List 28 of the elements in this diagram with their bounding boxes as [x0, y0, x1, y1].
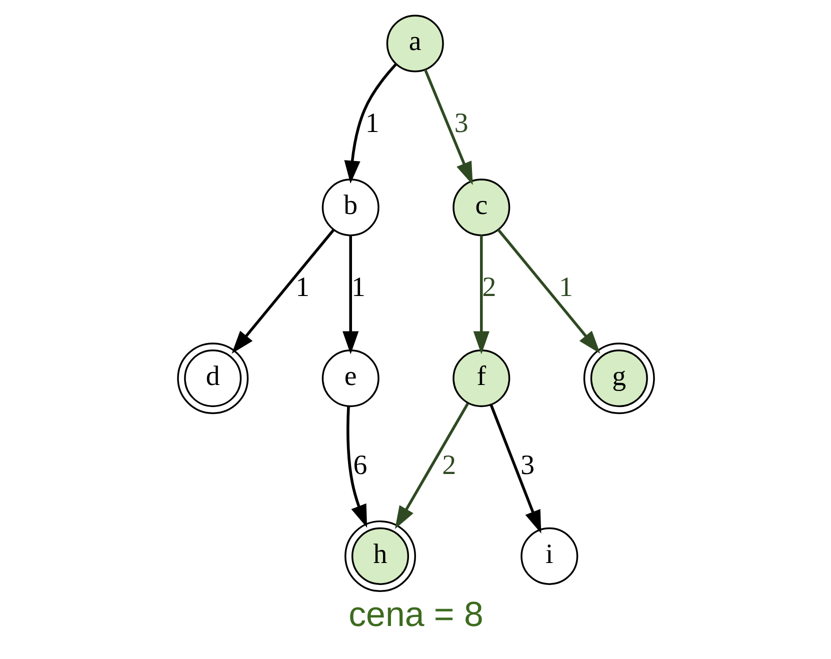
node-circle: c	[452, 178, 510, 236]
edge-label: 1	[295, 272, 310, 304]
node-circle: a	[386, 14, 444, 72]
arrow	[496, 228, 600, 354]
arrow	[344, 63, 396, 184]
node-circle: h	[344, 520, 416, 592]
arrow	[231, 228, 334, 354]
node-circle: i	[520, 527, 578, 585]
arrow	[394, 402, 468, 530]
edge-label: 2	[482, 272, 496, 304]
node-circle: g	[582, 342, 654, 414]
edge-label: 2	[442, 450, 456, 481]
edge-label: 1	[558, 272, 572, 304]
edge-label: 1	[364, 108, 379, 140]
arrow	[472, 235, 489, 354]
arrow	[342, 235, 358, 354]
caption: cena = 8	[348, 594, 483, 634]
edge-label: 3	[520, 450, 534, 481]
edge-label: 3	[454, 108, 468, 140]
node-circle: f	[452, 350, 510, 408]
edge-label: 6	[352, 450, 367, 481]
node-circle: d	[176, 342, 248, 414]
arrow	[489, 404, 541, 534]
node-circle: e	[321, 350, 379, 408]
edge-label: 1	[350, 272, 365, 304]
node-circle: b	[321, 178, 379, 236]
arrow	[346, 406, 367, 528]
arrow	[423, 69, 472, 185]
